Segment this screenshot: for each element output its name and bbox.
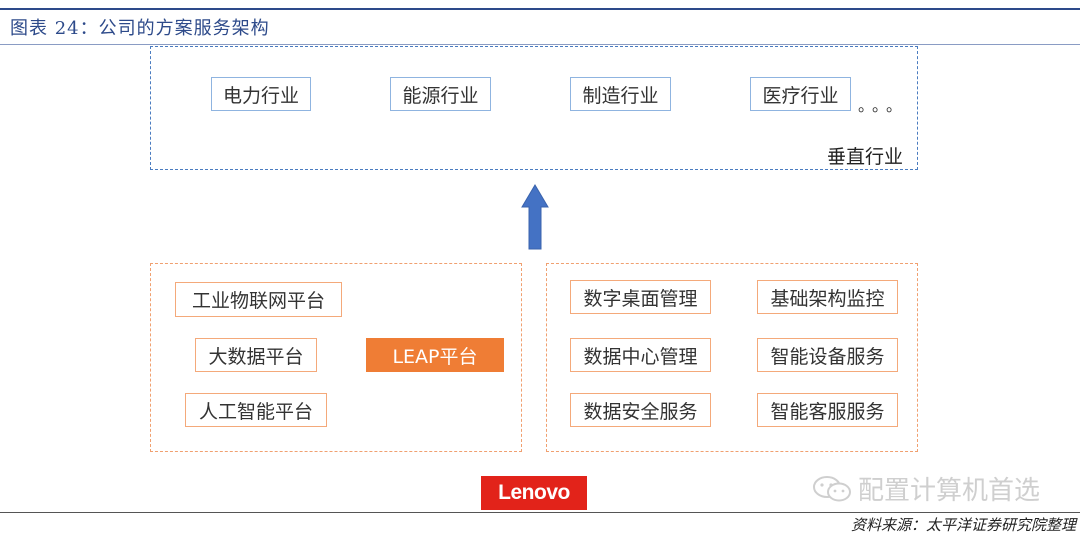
services-group	[546, 263, 918, 452]
service-data-security: 数据安全服务	[570, 393, 711, 427]
service-smart-device: 智能设备服务	[757, 338, 898, 372]
wechat-icon	[813, 475, 851, 501]
platform-ai: 人工智能平台	[185, 393, 327, 427]
industry-medical: 医疗行业	[750, 77, 851, 111]
service-desktop-management: 数字桌面管理	[570, 280, 711, 314]
vertical-industry-group	[150, 46, 918, 170]
lenovo-logo: Lenovo	[481, 476, 587, 510]
bottom-rule	[0, 512, 1080, 513]
industry-manufacturing: 制造行业	[570, 77, 671, 111]
platform-group	[150, 263, 522, 452]
platform-iot: 工业物联网平台	[175, 282, 342, 317]
industry-ellipsis: 。。。	[858, 96, 909, 115]
title-rule	[0, 44, 1080, 45]
service-smart-customer: 智能客服服务	[757, 393, 898, 427]
vertical-industry-label: 垂直行业	[827, 146, 904, 168]
top-rule	[0, 8, 1080, 10]
service-datacenter-management: 数据中心管理	[570, 338, 711, 372]
platform-leap: LEAP平台	[366, 338, 504, 372]
wechat-watermark: 配置计算机首选	[812, 470, 1040, 507]
watermark-text: 配置计算机首选	[858, 476, 1041, 506]
figure-title: 图表 24：公司的方案服务架构	[10, 18, 270, 39]
source-note: 资料来源：太平洋证券研究院整理	[850, 516, 1076, 534]
industry-power: 电力行业	[211, 77, 311, 111]
platform-big-data: 大数据平台	[195, 338, 317, 372]
service-infrastructure-monitoring: 基础架构监控	[757, 280, 898, 314]
up-arrow-icon	[521, 184, 549, 250]
industry-energy: 能源行业	[390, 77, 491, 111]
